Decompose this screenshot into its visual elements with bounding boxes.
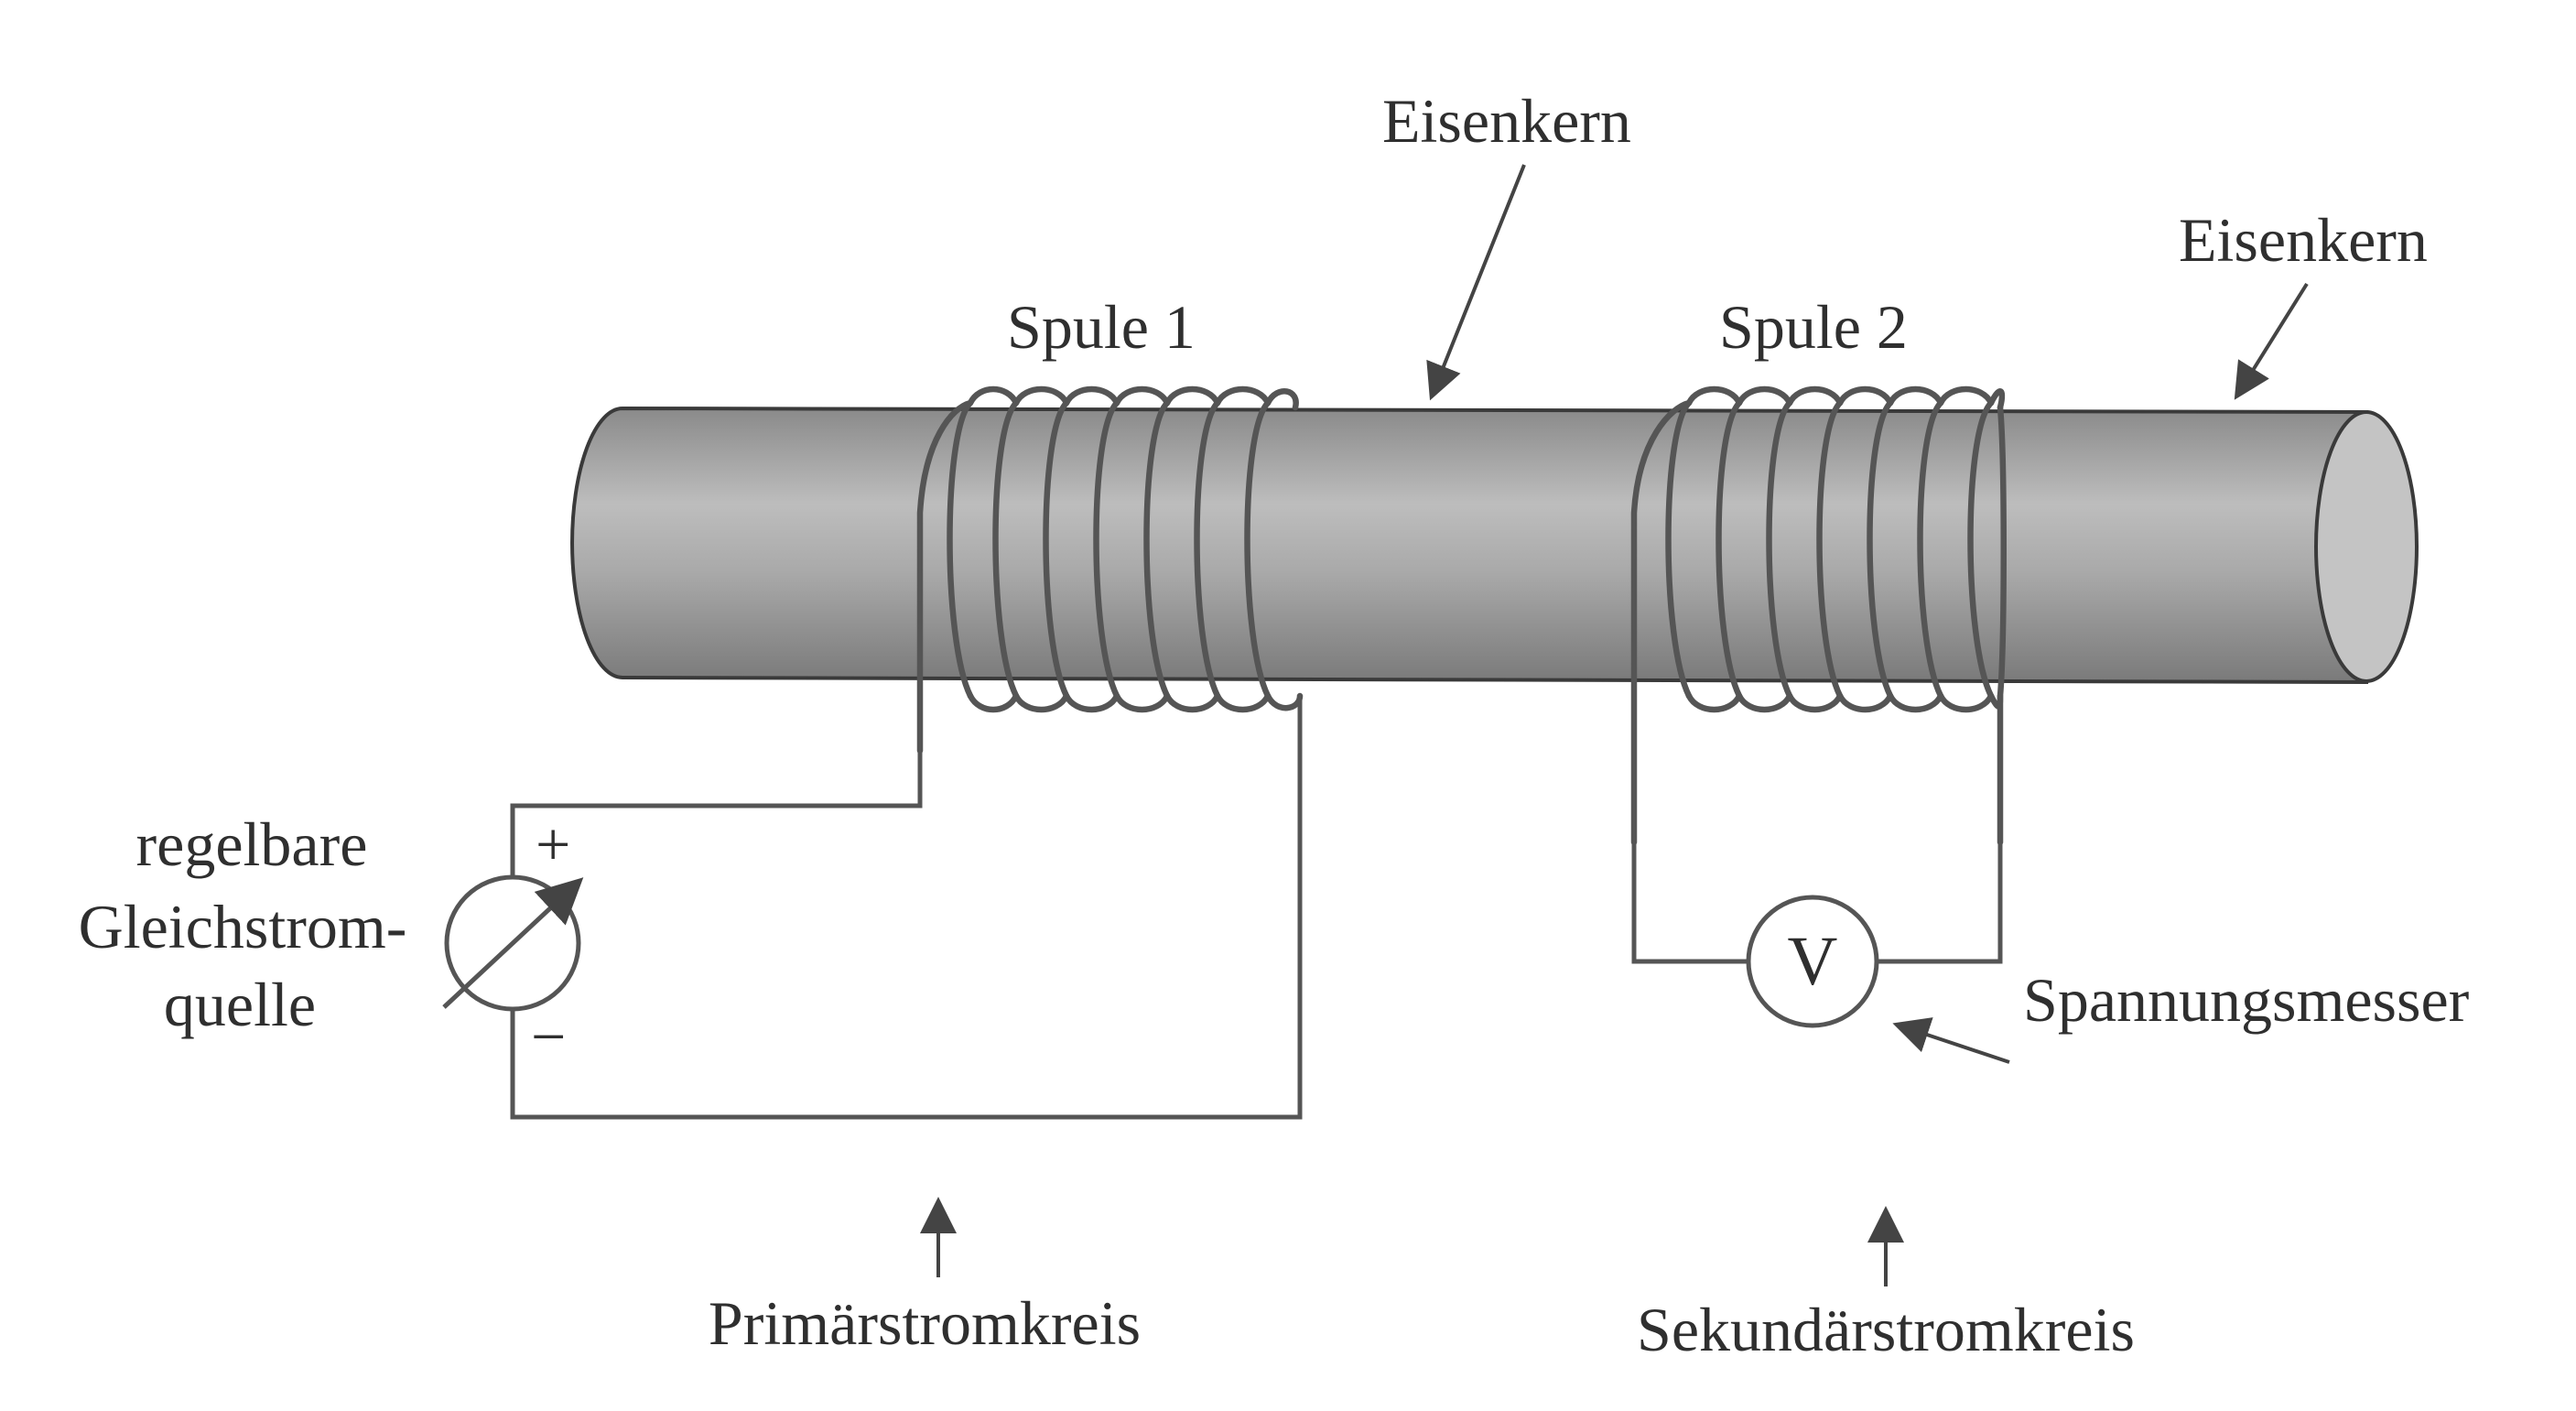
iron-core-end-face xyxy=(2314,410,2419,683)
arrow-eisenkern-top xyxy=(1426,164,1526,401)
iron-core xyxy=(570,406,2419,685)
voltmeter: V xyxy=(1746,895,1879,1028)
dc-source: + − xyxy=(442,809,584,1071)
label-primaerstromkreis: Primärstromkreis xyxy=(709,1288,1141,1358)
label-source-line-2: Gleichstrom- xyxy=(79,892,407,961)
coil-1 xyxy=(916,385,1304,754)
iron-core-body xyxy=(570,406,2368,685)
voltmeter-symbol: V xyxy=(1788,923,1838,1000)
label-spule-1: Spule 1 xyxy=(1007,292,1196,362)
label-source-line-1: regelbare xyxy=(136,809,368,879)
adjust-arrow-icon xyxy=(442,877,584,1009)
arrow-voltmeter xyxy=(1892,1017,2010,1064)
minus-sign: − xyxy=(531,1002,566,1071)
label-spannungsmesser: Spannungsmesser xyxy=(2023,965,2470,1035)
label-sekundaerstromkreis: Sekundärstromkreis xyxy=(1637,1295,2135,1364)
plus-sign: + xyxy=(536,809,570,879)
label-source-line-3: quelle xyxy=(164,970,316,1039)
pointer-arrows xyxy=(920,164,2309,1286)
label-spule-2: Spule 2 xyxy=(1719,292,1908,362)
coil-2 xyxy=(1630,385,2007,846)
primary-circuit-wires xyxy=(510,696,1303,1120)
secondary-circuit-wires xyxy=(1631,842,2003,964)
voltmeter-circle xyxy=(1746,895,1879,1028)
label-eisenkern-top: Eisenkern xyxy=(1382,86,1631,156)
label-eisenkern-right: Eisenkern xyxy=(2179,205,2428,275)
arrow-eisenkern-right xyxy=(2234,282,2309,400)
